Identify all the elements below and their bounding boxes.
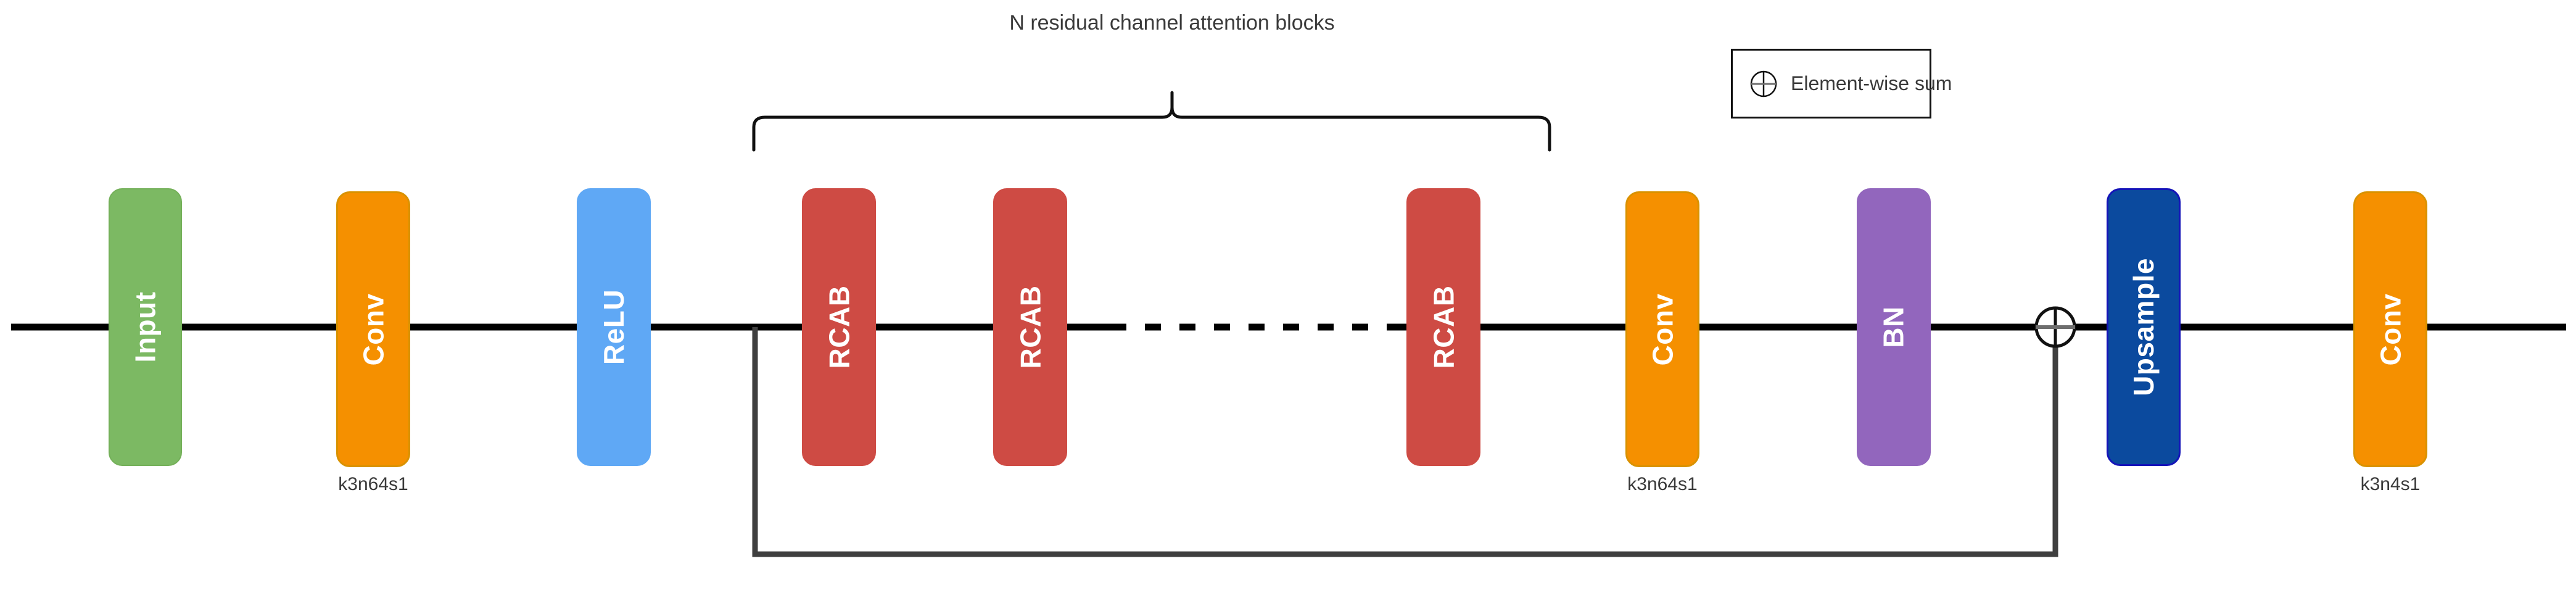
block-label: Upsample xyxy=(2128,258,2160,396)
legend: Element-wise sum xyxy=(1731,49,1952,118)
block-label: RCAB xyxy=(1014,285,1047,369)
block-conv-3[interactable]: Conv xyxy=(2353,191,2427,467)
caption-conv-3: k3n4s1 xyxy=(2360,474,2421,494)
caption-conv-1: k3n64s1 xyxy=(338,474,408,494)
rcab-group-label: N residual channel attention blocks xyxy=(1009,11,1335,35)
block-rcab-1[interactable]: RCAB xyxy=(802,188,876,466)
block-label: Conv xyxy=(357,293,389,365)
block-conv-1[interactable]: Conv xyxy=(336,191,410,467)
caption-conv-2: k3n64s1 xyxy=(1627,474,1698,494)
element-wise-sum-node xyxy=(2034,306,2076,348)
block-label: Input xyxy=(129,291,162,363)
legend-label: Element-wise sum xyxy=(1791,72,1952,94)
block-label: Conv xyxy=(2374,293,2406,365)
block-input[interactable]: Input xyxy=(109,188,182,466)
element-wise-sum-icon xyxy=(1749,69,1778,99)
block-rcab-n[interactable]: RCAB xyxy=(1406,188,1480,466)
block-label: ReLU xyxy=(598,289,630,365)
long-skip-connection xyxy=(752,327,2058,557)
block-conv-2[interactable]: Conv xyxy=(1625,191,1699,467)
block-upsample[interactable]: Upsample xyxy=(2107,188,2181,466)
block-label: RCAB xyxy=(823,285,856,369)
block-label: BN xyxy=(1877,306,1910,348)
block-relu[interactable]: ReLU xyxy=(577,188,651,466)
block-rcab-2[interactable]: RCAB xyxy=(993,188,1067,466)
block-bn[interactable]: BN xyxy=(1857,188,1931,466)
block-label: Conv xyxy=(1646,293,1678,365)
block-label: RCAB xyxy=(1427,285,1460,369)
rcab-group-brace xyxy=(752,91,1551,152)
